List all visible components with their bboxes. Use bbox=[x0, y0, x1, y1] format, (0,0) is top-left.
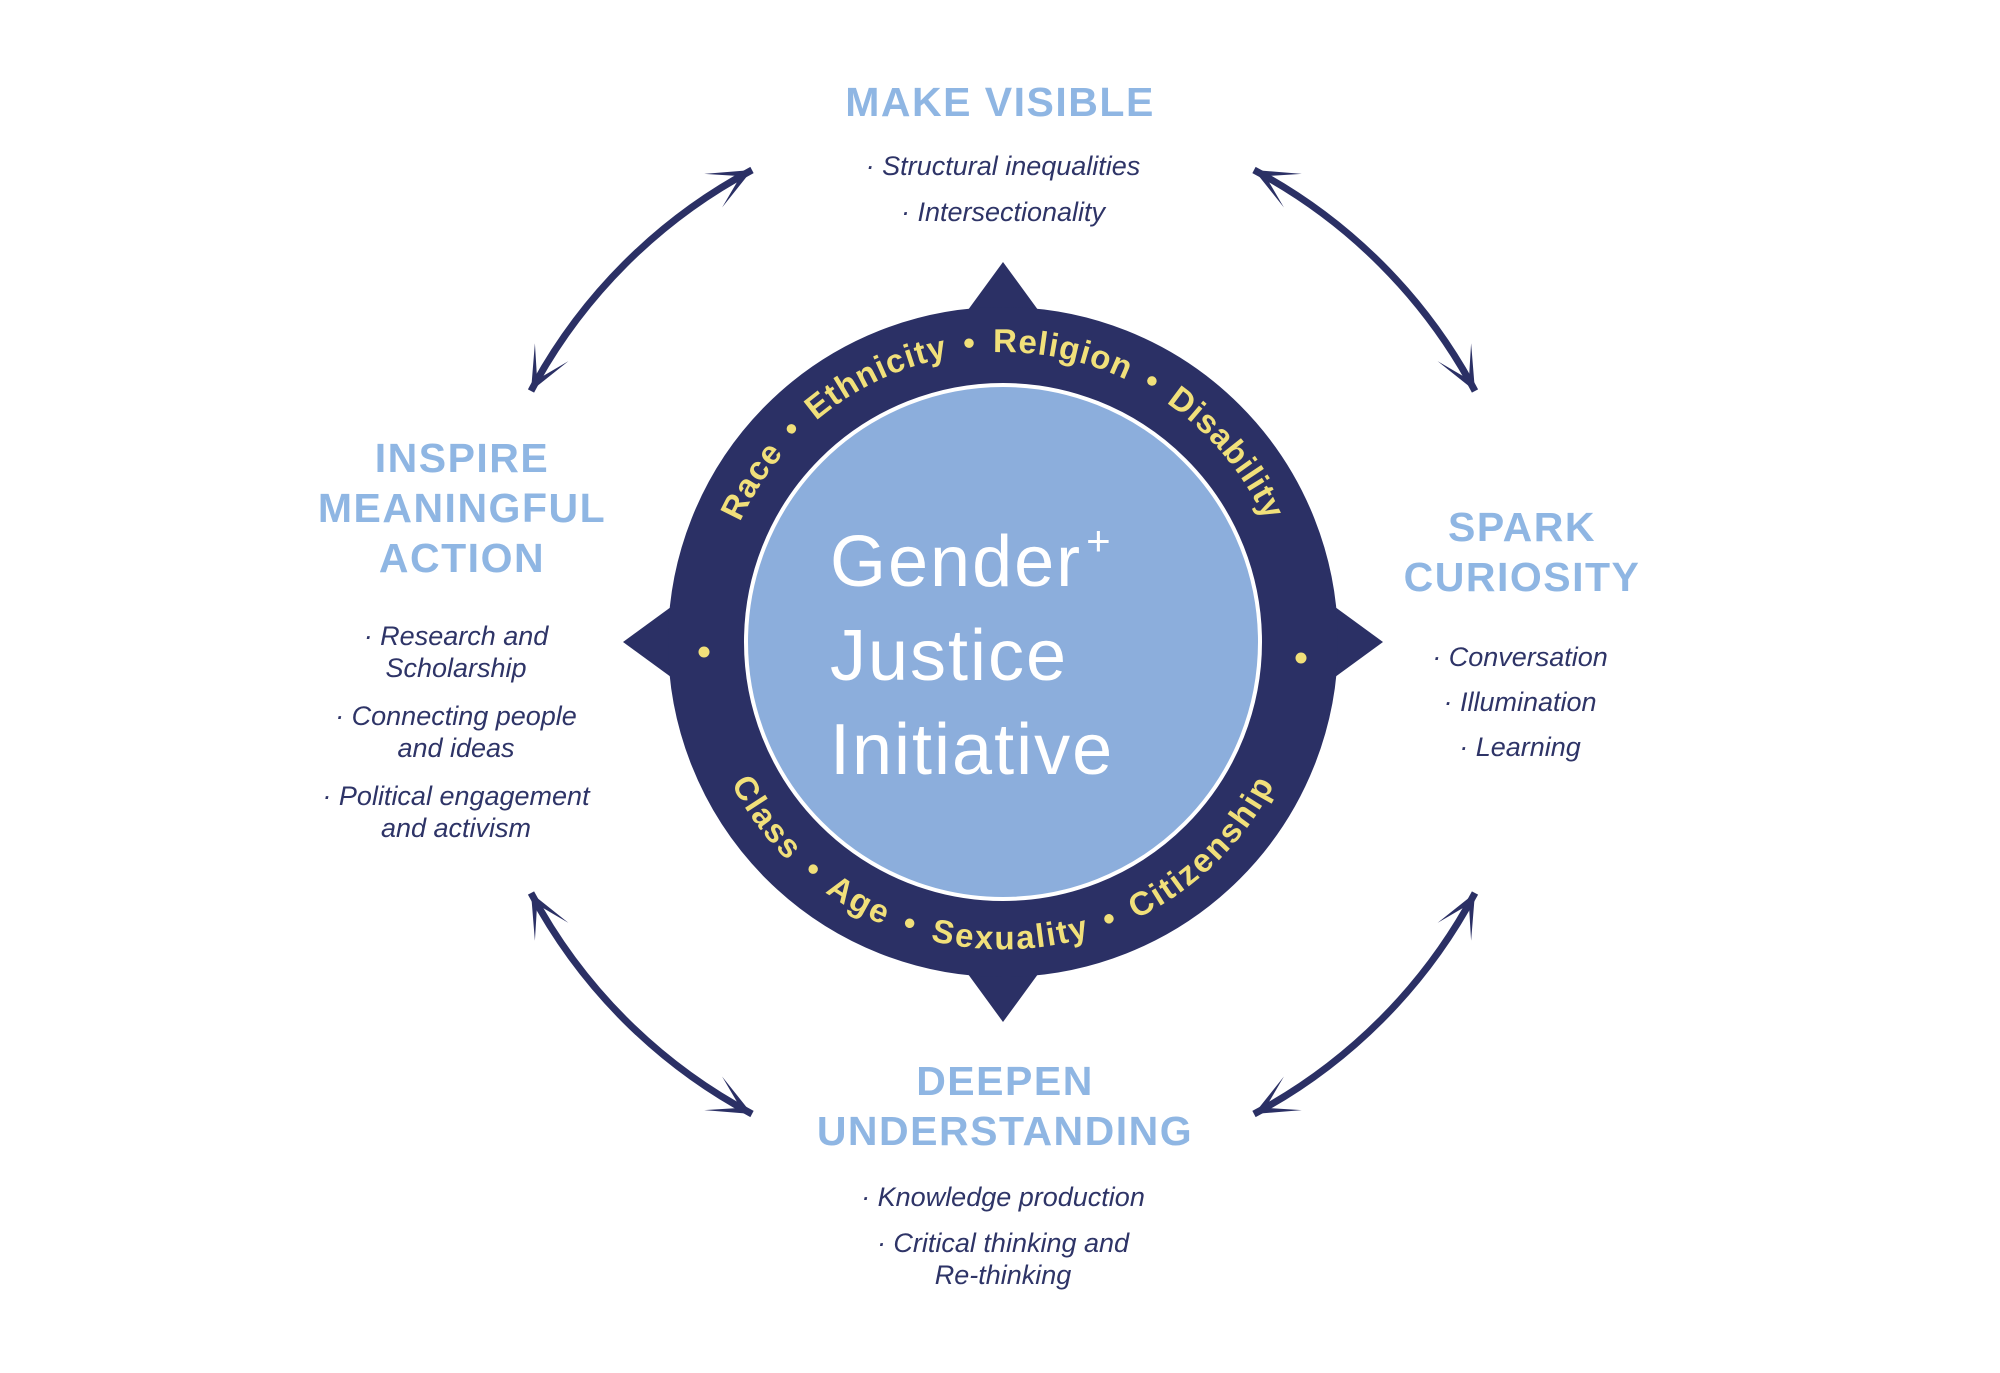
bullet-connecting-people: · Connecting people and ideas bbox=[335, 701, 577, 763]
title-line: MAKE VISIBLE bbox=[845, 79, 1155, 125]
section-title-make-visible: MAKE VISIBLE bbox=[845, 77, 1155, 127]
center-title-line1: Gender+ bbox=[830, 517, 1113, 602]
cycle-arrow-top-right bbox=[1252, 166, 1479, 393]
ring-separator-dot-left bbox=[698, 646, 710, 658]
bullet-illumination: · Illumination bbox=[1443, 687, 1597, 717]
bullet-critical-thinking: · Critical thinking and Re-thinking bbox=[876, 1228, 1130, 1290]
cycle-arrow-bottom-right bbox=[1252, 891, 1479, 1118]
bullet-knowledge-production: · Knowledge production bbox=[861, 1182, 1145, 1212]
identity-ring bbox=[668, 307, 1338, 977]
title-line: SPARK bbox=[1448, 504, 1596, 550]
center-title-line3: Initiative bbox=[830, 710, 1115, 790]
center-title-line2: Justice bbox=[830, 616, 1069, 696]
bullets-deepen-understanding: · Knowledge production · Critical thinki… bbox=[861, 1181, 1145, 1305]
title-line: CURIOSITY bbox=[1403, 554, 1641, 600]
bullet-political-engagement: · Political engagement and activism bbox=[322, 781, 590, 843]
ring-separator-dot-right bbox=[1295, 652, 1307, 664]
bullet-research-scholarship: · Research and Scholarship bbox=[363, 621, 549, 683]
title-line: DEEPEN bbox=[916, 1058, 1094, 1104]
title-line: UNDERSTANDING bbox=[816, 1108, 1194, 1154]
bullet-conversation: · Conversation bbox=[1432, 642, 1608, 672]
bullets-inspire-meaningful-action: · Research and Scholarship · Connecting … bbox=[322, 620, 589, 860]
bullet-learning: · Learning bbox=[1459, 732, 1581, 762]
section-title-deepen-understanding: DEEPEN UNDERSTANDING bbox=[817, 1056, 1193, 1156]
bullet-intersectionality: · Intersectionality bbox=[900, 197, 1106, 227]
bullet-structural-inequalities: · Structural inequalities bbox=[865, 151, 1141, 181]
cycle-arrow-top-left bbox=[527, 166, 754, 393]
section-title-spark-curiosity: SPARK CURIOSITY bbox=[1404, 502, 1641, 602]
gender-plus-superscript: + bbox=[1086, 517, 1113, 564]
title-line: MEANINGFUL bbox=[317, 485, 607, 531]
title-line: ACTION bbox=[378, 535, 546, 581]
cycle-arrow-bottom-left bbox=[527, 891, 754, 1118]
title-line: INSPIRE bbox=[374, 435, 550, 481]
center-circle bbox=[744, 383, 1262, 901]
center-title: Gender+ Justice Initiative bbox=[830, 500, 1114, 797]
section-title-inspire-meaningful-action: INSPIRE MEANINGFUL ACTION bbox=[318, 433, 606, 583]
bullets-make-visible: · Structural inequalities · Intersection… bbox=[866, 149, 1141, 241]
bullets-spark-curiosity: · Conversation · Illumination · Learning bbox=[1432, 641, 1608, 776]
